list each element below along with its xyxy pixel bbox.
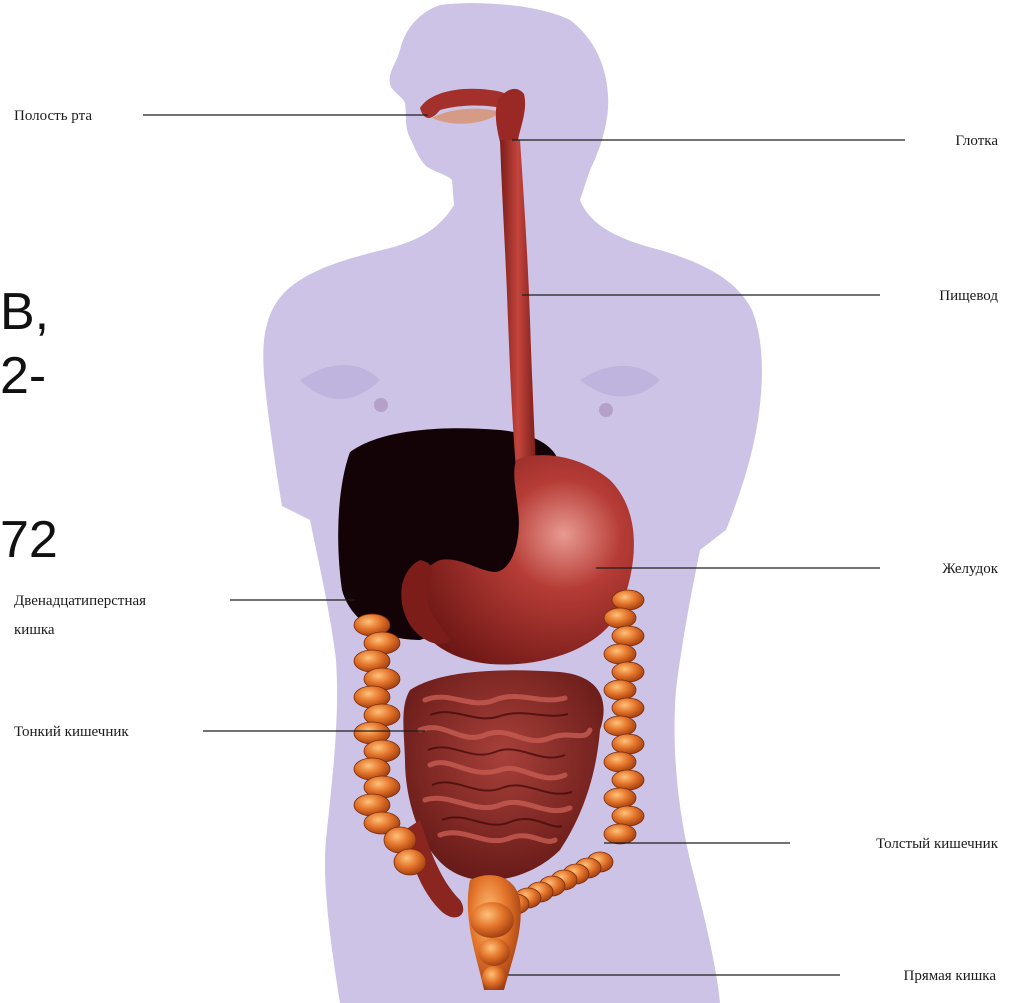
label-oral-cavity: Полость рта	[14, 108, 92, 124]
colon-segment	[604, 680, 636, 700]
label-esophagus: Пищевод	[939, 288, 998, 304]
colon-segment	[604, 644, 636, 664]
colon-segment	[612, 806, 644, 826]
colon-segment	[612, 698, 644, 718]
label-duodenum-line-1: Двенадцатиперстная	[14, 593, 146, 609]
colon-segment	[612, 770, 644, 790]
label-duodenum-line-2: кишка	[14, 622, 55, 638]
label-rectum: Прямая кишка	[903, 968, 996, 984]
colon-segment	[604, 824, 636, 844]
colon-segment	[612, 626, 644, 646]
label-pharynx: Глотка	[955, 133, 998, 149]
colon-segment	[604, 608, 636, 628]
colon-segment	[394, 849, 426, 875]
label-large-intestine: Толстый кишечник	[876, 836, 999, 852]
label-small-intestine: Тонкий кишечник	[14, 724, 129, 740]
colon-segment	[612, 662, 644, 682]
colon-segment	[612, 590, 644, 610]
label-stomach: Желудок	[942, 561, 999, 577]
colon-segment	[604, 716, 636, 736]
colon-segment	[604, 788, 636, 808]
colon-segment	[604, 752, 636, 772]
colon-segment	[612, 734, 644, 754]
